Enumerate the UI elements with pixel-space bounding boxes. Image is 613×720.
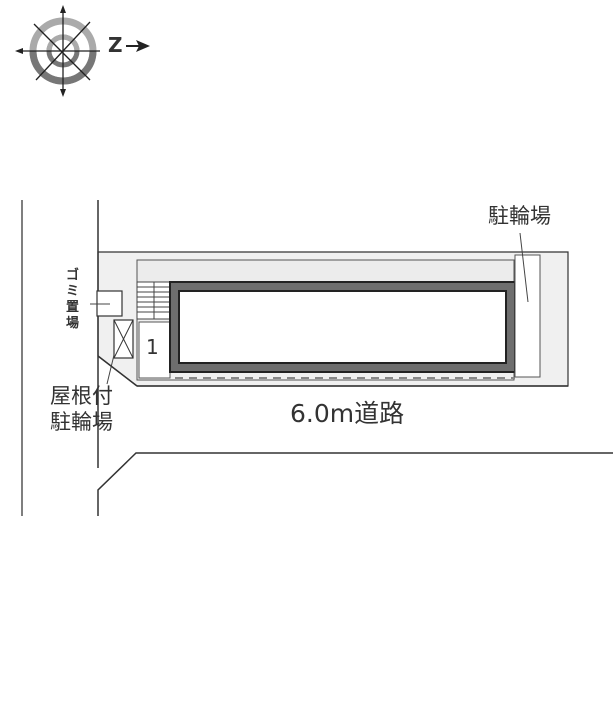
bicycle-parking-leader (519, 232, 529, 303)
bicycle-parking-area (514, 254, 541, 378)
north-label: Z (108, 33, 123, 57)
compass-rose-icon (15, 5, 150, 97)
road-label: 6.0m道路 (290, 399, 405, 428)
covered-bicycle-parking-label: 屋根付 駐輪場 (50, 384, 113, 434)
covered-bicycle-parking-box (106, 319, 134, 385)
building (169, 281, 516, 373)
parking-slot-number: 1 (146, 335, 159, 359)
garbage-area-label: ゴミ置場 (66, 268, 80, 331)
road-edge-bottom (97, 452, 613, 516)
bicycle-parking-label: 駐輪場 (488, 204, 551, 228)
stairs (136, 281, 172, 320)
